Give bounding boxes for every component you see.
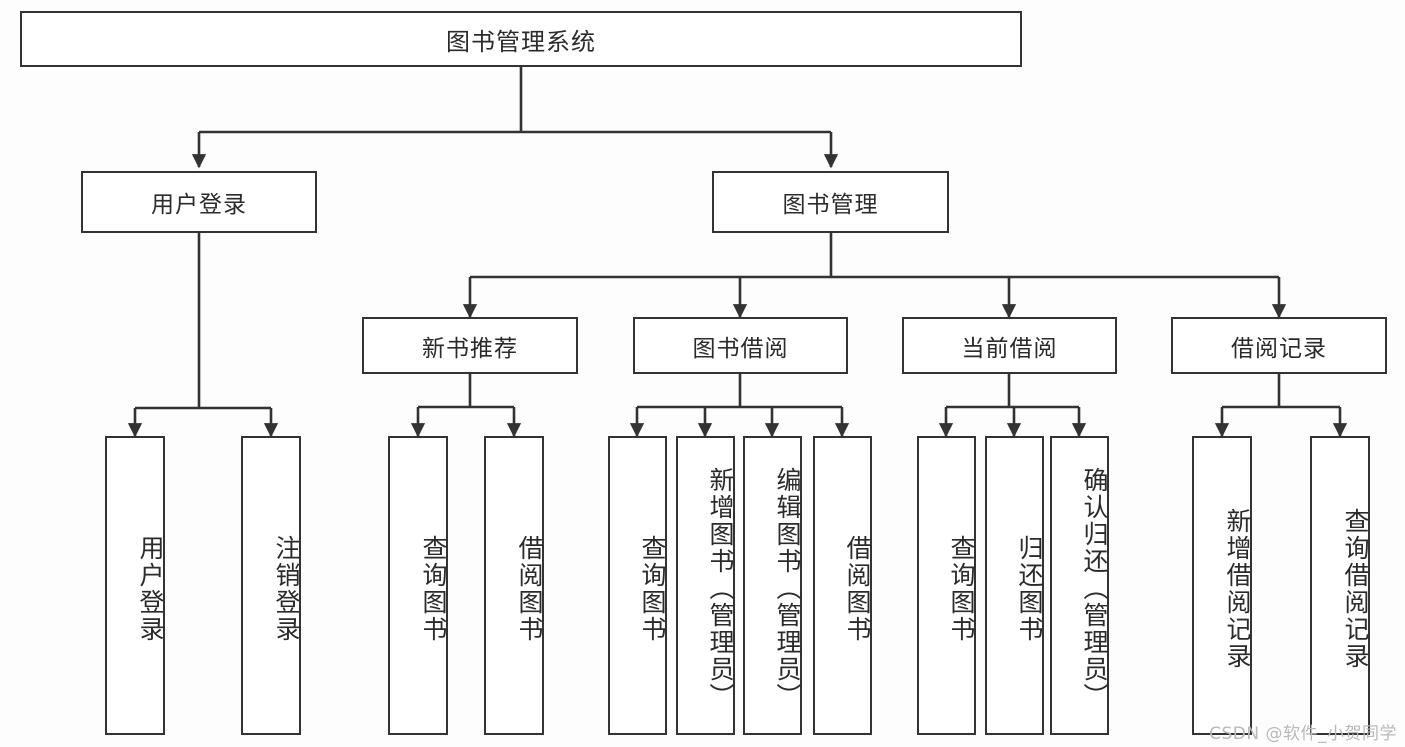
leaf-label: 编辑图书（管理员） xyxy=(773,467,802,710)
leaf-label: 查询图书 xyxy=(419,534,448,643)
node-current-borrow[interactable]: 当前借阅 xyxy=(902,317,1117,374)
leaf-label: 确认归还（管理员） xyxy=(1080,467,1109,710)
leaf-label: 新增借阅记录 xyxy=(1223,507,1252,670)
node-new-book-recommend[interactable]: 新书推荐 xyxy=(362,317,578,374)
leaf-label: 查询图书 xyxy=(638,534,667,643)
node-root-system[interactable]: 图书管理系统 xyxy=(20,11,1022,67)
leaf-current-confirm-return-admin[interactable]: 确认归还（管理员） xyxy=(1050,436,1109,735)
leaf-label: 注销登录 xyxy=(272,534,301,643)
node-user-login[interactable]: 用户登录 xyxy=(81,171,317,233)
leaf-borrow-add-book-admin[interactable]: 新增图书（管理员） xyxy=(676,436,735,735)
leaf-borrow-query-book[interactable]: 查询图书 xyxy=(608,436,667,735)
leaf-newbook-query-book[interactable]: 查询图书 xyxy=(388,436,448,735)
leaf-label: 查询图书 xyxy=(947,534,976,643)
leaf-borrow-edit-book-admin[interactable]: 编辑图书（管理员） xyxy=(743,436,802,735)
leaf-label: 新增图书（管理员） xyxy=(706,467,735,710)
leaf-label: 用户登录 xyxy=(136,534,165,643)
leaf-label: 归还图书 xyxy=(1015,534,1044,643)
leaf-label: 借阅图书 xyxy=(515,534,544,643)
node-book-borrow[interactable]: 图书借阅 xyxy=(633,317,848,374)
node-book-management[interactable]: 图书管理 xyxy=(712,171,949,233)
node-borrow-record[interactable]: 借阅记录 xyxy=(1171,317,1387,374)
leaf-label: 借阅图书 xyxy=(843,534,872,643)
leaf-user-logout[interactable]: 注销登录 xyxy=(241,436,301,735)
leaf-current-query-book[interactable]: 查询图书 xyxy=(917,436,976,735)
csdn-watermark: CSDN @软件_小贺同学 xyxy=(1209,724,1397,744)
leaf-record-add-record[interactable]: 新增借阅记录 xyxy=(1192,436,1252,735)
leaf-label: 查询借阅记录 xyxy=(1341,507,1370,670)
leaf-user-login[interactable]: 用户登录 xyxy=(105,436,165,735)
leaf-newbook-borrow-book[interactable]: 借阅图书 xyxy=(484,436,544,735)
leaf-record-query-record[interactable]: 查询借阅记录 xyxy=(1310,436,1370,735)
leaf-current-return-book[interactable]: 归还图书 xyxy=(985,436,1044,735)
leaf-borrow-borrow-book[interactable]: 借阅图书 xyxy=(813,436,872,735)
